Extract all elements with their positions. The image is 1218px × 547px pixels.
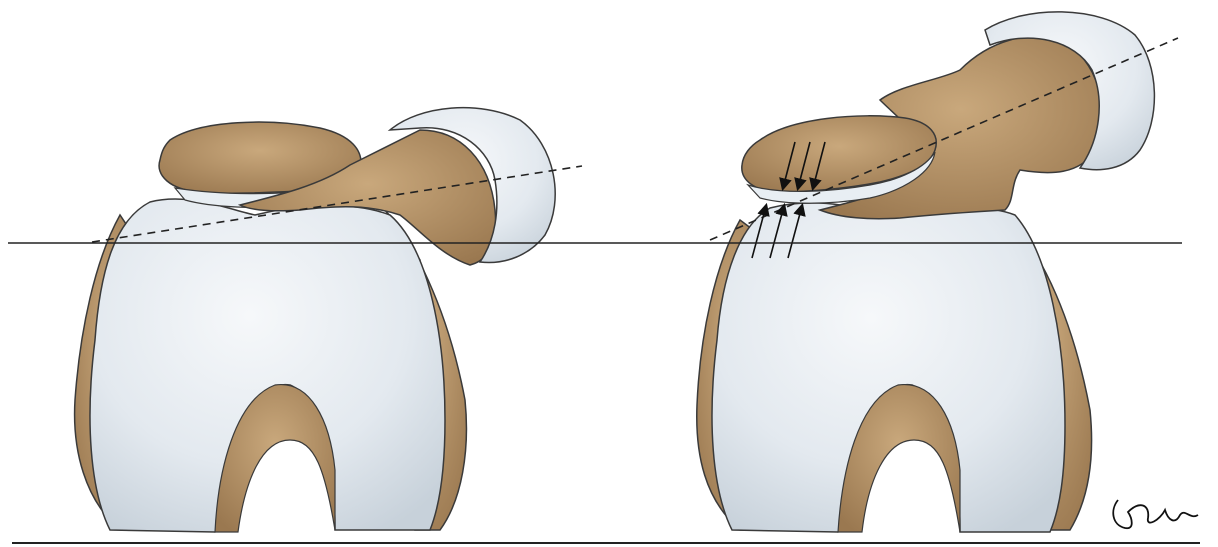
artist-signature <box>1113 500 1198 528</box>
left-panel <box>75 108 582 532</box>
right-panel <box>697 12 1178 532</box>
right-femoral-condyle <box>712 203 1065 532</box>
left-femoral-condyle <box>90 199 445 532</box>
